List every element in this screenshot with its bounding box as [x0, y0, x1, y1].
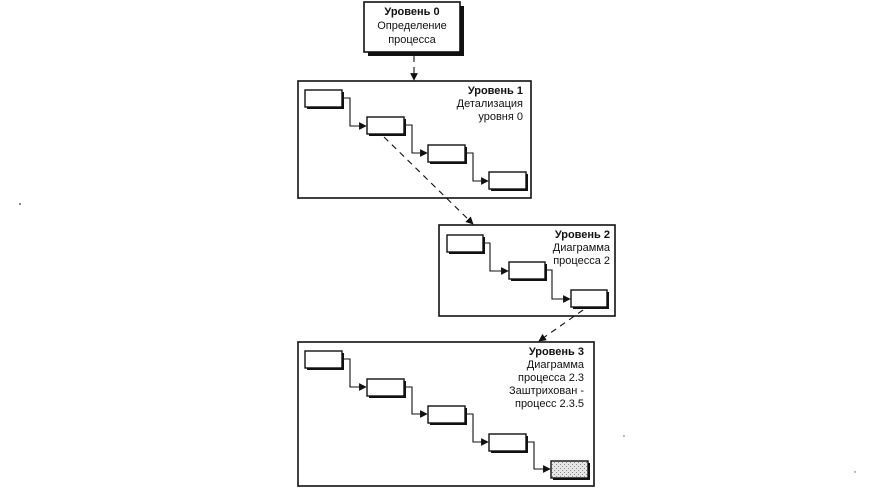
level-2-connector-2-3 — [547, 269, 571, 303]
level-2-step-1 — [446, 234, 484, 253]
level-1-group: Уровень 1 Детализация уровня 0 — [297, 80, 532, 199]
level-2-group: Уровень 2 Диаграмма процесса 2 — [438, 224, 616, 317]
level-2-line-2: Диаграмма — [553, 242, 611, 254]
level-2-step-2 — [508, 261, 546, 280]
level-0-line-3: процесса — [388, 34, 436, 46]
level-3-title: Уровень 3 — [529, 346, 584, 358]
level-3-line-5: процесс 2.3.5 — [515, 398, 584, 410]
level-3-connector-1-2 — [344, 358, 367, 391]
level-0-box — [363, 1, 461, 53]
level-0-line-2: Определение — [377, 20, 447, 32]
dashed-arrow-level1-to-level2 — [383, 136, 474, 225]
level-0-title: Уровень 0 — [384, 6, 439, 18]
level-1-line-3: уровня 0 — [478, 111, 523, 123]
level-2-step-3 — [570, 289, 608, 308]
level-1-connector-2-3 — [406, 124, 428, 157]
level-3-line-2: Диаграмма — [527, 359, 585, 371]
level-3-connector-4-5 — [528, 441, 551, 473]
level-1-step-4 — [488, 171, 527, 190]
level-3-group: Уровень 3 Диаграмма процесса 2.3 Заштрих… — [297, 341, 595, 487]
scan-speck — [19, 203, 21, 205]
level-2-title: Уровень 2 — [555, 229, 610, 241]
scan-speck — [623, 435, 625, 437]
level-2-connector-1-2 — [485, 242, 509, 275]
level-1-step-2 — [366, 116, 405, 135]
scan-speck — [854, 471, 856, 473]
level-3-step-1 — [304, 350, 343, 369]
level-2-line-3: процесса 2 — [553, 255, 610, 267]
level-0-group: Уровень 0 Определение процесса — [363, 1, 464, 56]
level-3-step-3 — [427, 405, 466, 424]
level-3-line-4: Заштрихован - — [509, 385, 584, 397]
level-1-connector-1-2 — [344, 97, 367, 130]
level-1-line-2: Детализация — [457, 98, 523, 110]
level-1-title: Уровень 1 — [468, 85, 523, 97]
level-3-connector-2-3 — [406, 386, 428, 418]
level-3-connector-3-4 — [467, 413, 489, 446]
dashed-arrow-level2-to-level3 — [538, 309, 584, 342]
level-1-step-1 — [304, 89, 343, 108]
level-3-step-5-hatched — [550, 460, 589, 479]
level-3-step-2 — [366, 378, 405, 397]
level-3-step-4 — [488, 433, 527, 452]
level-3-line-3: процесса 2.3 — [518, 372, 584, 384]
level-1-connector-3-4 — [467, 152, 489, 185]
level-1-step-3 — [427, 144, 466, 163]
